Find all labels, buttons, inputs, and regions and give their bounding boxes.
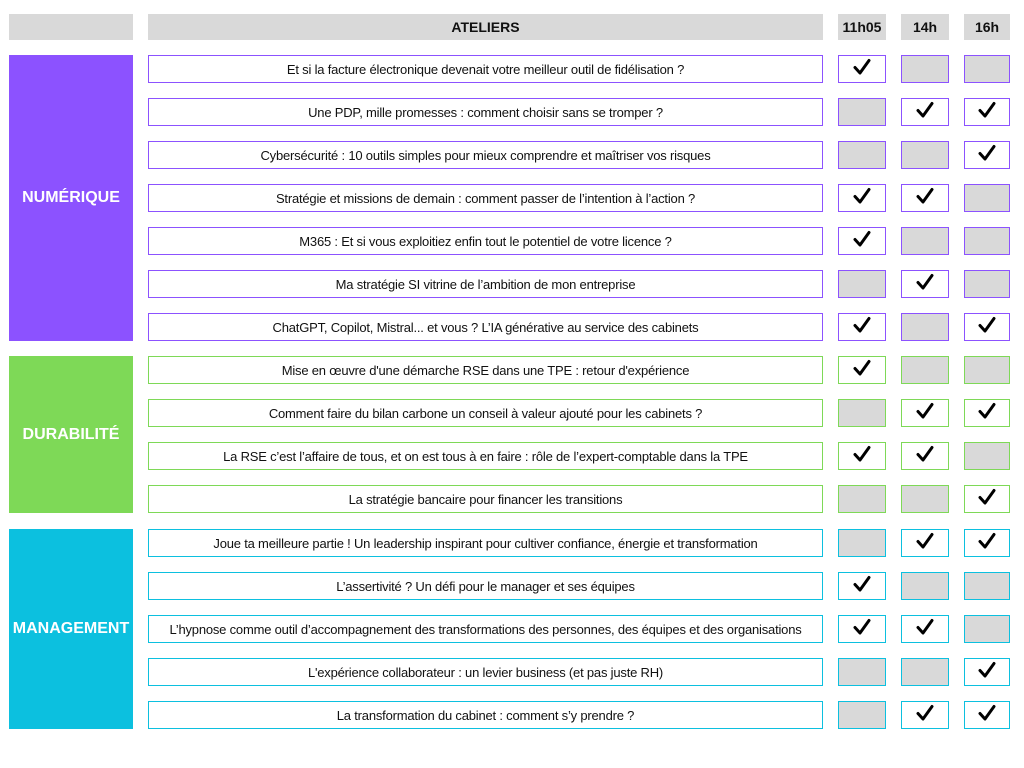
slot-empty xyxy=(901,141,949,169)
slot-empty xyxy=(838,529,886,557)
slot-checked xyxy=(901,615,949,643)
slot-checked xyxy=(964,98,1010,126)
atelier-title: ChatGPT, Copilot, Mistral... et vous ? L… xyxy=(148,313,823,341)
checkmark-icon xyxy=(977,100,997,125)
checkmark-icon xyxy=(977,487,997,512)
slot-checked xyxy=(838,184,886,212)
slot-empty xyxy=(901,572,949,600)
slot-checked xyxy=(964,399,1010,427)
atelier-title: Ma stratégie SI vitrine de l’ambition de… xyxy=(148,270,823,298)
slot-checked xyxy=(901,701,949,729)
slot-checked xyxy=(901,399,949,427)
atelier-title: Cybersécurité : 10 outils simples pour m… xyxy=(148,141,823,169)
slot-empty xyxy=(901,227,949,255)
header-ateliers: ATELIERS xyxy=(148,14,823,40)
checkmark-icon xyxy=(852,444,872,469)
atelier-title: Joue ta meilleure partie ! Un leadership… xyxy=(148,529,823,557)
atelier-title: L’hypnose comme outil d’accompagnement d… xyxy=(148,615,823,643)
slot-empty xyxy=(838,141,886,169)
checkmark-icon xyxy=(852,315,872,340)
checkmark-icon xyxy=(977,401,997,426)
slot-checked xyxy=(901,529,949,557)
slot-empty xyxy=(964,572,1010,600)
header-blank xyxy=(9,14,133,40)
slot-empty xyxy=(901,55,949,83)
slot-checked xyxy=(964,313,1010,341)
slot-empty xyxy=(838,98,886,126)
category-numerique: NUMÉRIQUE xyxy=(9,55,133,341)
slot-checked xyxy=(964,658,1010,686)
slot-empty xyxy=(838,658,886,686)
slot-checked xyxy=(964,485,1010,513)
checkmark-icon xyxy=(852,229,872,254)
checkmark-icon xyxy=(852,186,872,211)
atelier-title: M365 : Et si vous exploitiez enfin tout … xyxy=(148,227,823,255)
slot-checked xyxy=(901,442,949,470)
checkmark-icon xyxy=(852,617,872,642)
slot-empty xyxy=(901,356,949,384)
slot-empty xyxy=(838,270,886,298)
header-slot-14h: 14h xyxy=(901,14,949,40)
checkmark-icon xyxy=(915,401,935,426)
slot-checked xyxy=(901,98,949,126)
slot-checked xyxy=(838,55,886,83)
atelier-title: Une PDP, mille promesses : comment chois… xyxy=(148,98,823,126)
checkmark-icon xyxy=(852,57,872,82)
atelier-title: Stratégie et missions de demain : commen… xyxy=(148,184,823,212)
slot-checked xyxy=(838,356,886,384)
checkmark-icon xyxy=(915,703,935,728)
slot-empty xyxy=(964,227,1010,255)
slot-empty xyxy=(964,55,1010,83)
slot-empty xyxy=(964,356,1010,384)
checkmark-icon xyxy=(915,186,935,211)
atelier-title: La stratégie bancaire pour financer les … xyxy=(148,485,823,513)
checkmark-icon xyxy=(915,272,935,297)
checkmark-icon xyxy=(915,100,935,125)
checkmark-icon xyxy=(977,660,997,685)
atelier-title: L’assertivité ? Un défi pour le manager … xyxy=(148,572,823,600)
slot-checked xyxy=(964,141,1010,169)
category-durabilite: DURABILITÉ xyxy=(9,356,133,513)
atelier-title: Mise en œuvre d'une démarche RSE dans un… xyxy=(148,356,823,384)
slot-checked xyxy=(901,184,949,212)
checkmark-icon xyxy=(915,444,935,469)
slot-checked xyxy=(838,313,886,341)
checkmark-icon xyxy=(852,574,872,599)
slot-empty xyxy=(838,485,886,513)
category-management: MANAGEMENT xyxy=(9,529,133,729)
slot-empty xyxy=(964,442,1010,470)
slot-checked xyxy=(964,529,1010,557)
slot-empty xyxy=(901,658,949,686)
checkmark-icon xyxy=(977,143,997,168)
slot-checked xyxy=(964,701,1010,729)
atelier-title: La RSE c’est l’affaire de tous, et on es… xyxy=(148,442,823,470)
atelier-title: La transformation du cabinet : comment s… xyxy=(148,701,823,729)
slot-empty xyxy=(964,270,1010,298)
slot-empty xyxy=(964,615,1010,643)
slot-empty xyxy=(901,485,949,513)
checkmark-icon xyxy=(977,315,997,340)
header-slot-11h05: 11h05 xyxy=(838,14,886,40)
checkmark-icon xyxy=(915,531,935,556)
atelier-title: Et si la facture électronique devenait v… xyxy=(148,55,823,83)
checkmark-icon xyxy=(915,617,935,642)
slot-checked xyxy=(838,572,886,600)
checkmark-icon xyxy=(852,358,872,383)
slot-checked xyxy=(901,270,949,298)
slot-checked xyxy=(838,442,886,470)
checkmark-icon xyxy=(977,531,997,556)
atelier-title: L'expérience collaborateur : un levier b… xyxy=(148,658,823,686)
slot-empty xyxy=(901,313,949,341)
slot-empty xyxy=(964,184,1010,212)
slot-empty xyxy=(838,399,886,427)
slot-checked xyxy=(838,615,886,643)
atelier-title: Comment faire du bilan carbone un consei… xyxy=(148,399,823,427)
checkmark-icon xyxy=(977,703,997,728)
slot-checked xyxy=(838,227,886,255)
header-slot-16h: 16h xyxy=(964,14,1010,40)
slot-empty xyxy=(838,701,886,729)
